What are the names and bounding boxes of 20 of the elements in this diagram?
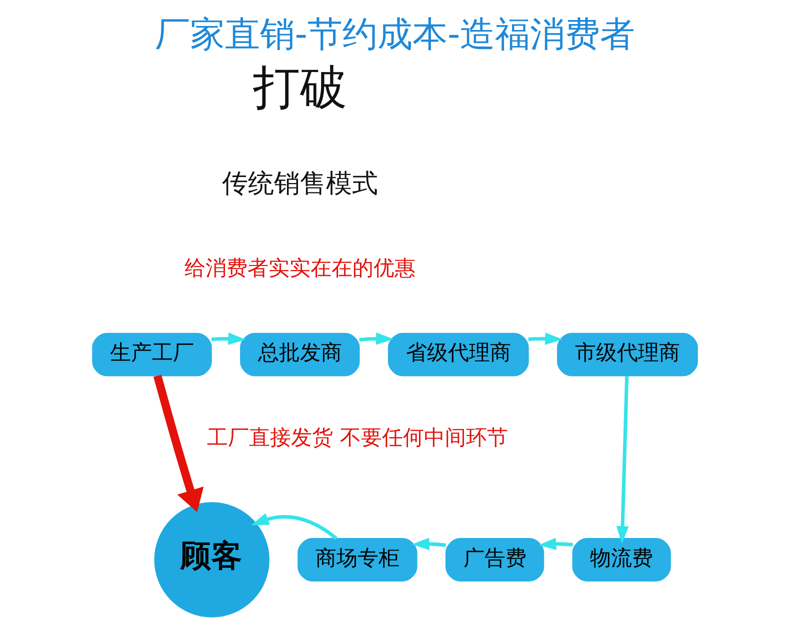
label: 给消费者实实在在的优惠 [184,255,416,280]
node-box: 商场专柜 [298,538,418,582]
diagram-title: 厂家直销-节约成本-造福消费者 [154,14,636,55]
label: 打破 [252,60,347,116]
label: 工厂直接发货 不要任何中间环节 [207,424,508,450]
arrow [538,538,573,550]
arrow [359,332,394,345]
arrow [412,538,446,550]
node-box: 省级代理商 [388,332,529,376]
node-box: 市级代理商 [557,332,698,376]
node-box: 总批发商 [240,332,360,376]
arrow [616,376,629,544]
arrow [211,332,246,345]
node-box: 广告费 [445,538,544,582]
label: 传统销售模式 [222,169,378,200]
arrow [528,332,563,345]
arrow [153,374,204,512]
node-box: 生产工厂 [92,332,212,376]
node-box: 物流费 [572,538,671,582]
arrow [251,513,338,540]
